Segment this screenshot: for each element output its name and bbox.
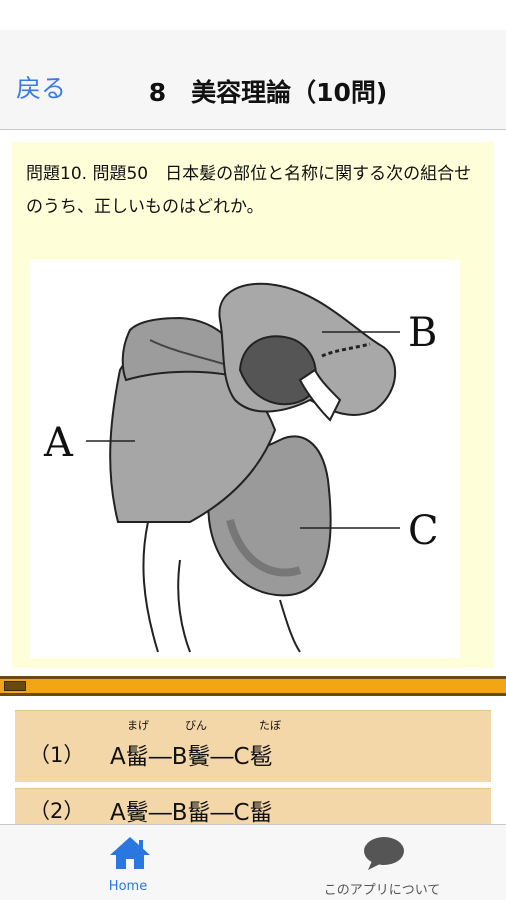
choice-number: （2） <box>29 799 85 823</box>
furigana-3: たぼ <box>259 719 281 732</box>
hairstyle-figure: A B C <box>30 260 460 658</box>
choice-number: （1） <box>29 743 85 767</box>
tab-home-label: Home <box>108 879 148 894</box>
tab-about[interactable]: このアプリについて <box>282 825 482 900</box>
question-panel: 問題10. 問題50 日本髪の部位と名称に関する次の組合せのうち、正しいものはど… <box>12 142 494 668</box>
page-title: 8 美容理論（10問) <box>148 78 388 107</box>
status-bar <box>0 0 506 30</box>
navigation-bar: 戻る 8 美容理論（10問) <box>0 30 506 130</box>
tab-home[interactable]: Home <box>28 825 228 900</box>
tab-bar: Home このアプリについて <box>0 824 506 900</box>
back-button[interactable]: 戻る <box>16 74 67 103</box>
choice-text: A髷―B鬢―C髱 <box>110 744 273 770</box>
progress-fill <box>4 681 26 691</box>
figure-label-b: B <box>408 310 437 356</box>
furigana-2: びん <box>185 719 207 732</box>
figure-label-c: C <box>408 508 439 554</box>
choice-text: A鬢―B髷―C髷 <box>110 800 273 826</box>
hairstyle-illustration: A B C <box>43 282 439 653</box>
speech-bubble-icon <box>364 837 404 870</box>
answer-choices: まげ びん たぼ （1） A髷―B鬢―C髱 （2） A鬢―B髷―C髷 <box>15 710 491 834</box>
progress-bar <box>0 676 506 696</box>
question-text: 問題10. 問題50 日本髪の部位と名称に関する次の組合せのうち、正しいものはど… <box>26 164 472 217</box>
home-icon <box>110 837 150 869</box>
answer-choice-1[interactable]: まげ びん たぼ （1） A髷―B鬢―C髱 <box>15 710 491 782</box>
answer-choice-2[interactable]: （2） A鬢―B髷―C髷 <box>15 788 491 828</box>
furigana-1: まげ <box>127 719 149 732</box>
tab-about-label: このアプリについて <box>323 883 441 898</box>
figure-label-a: A <box>43 420 74 466</box>
